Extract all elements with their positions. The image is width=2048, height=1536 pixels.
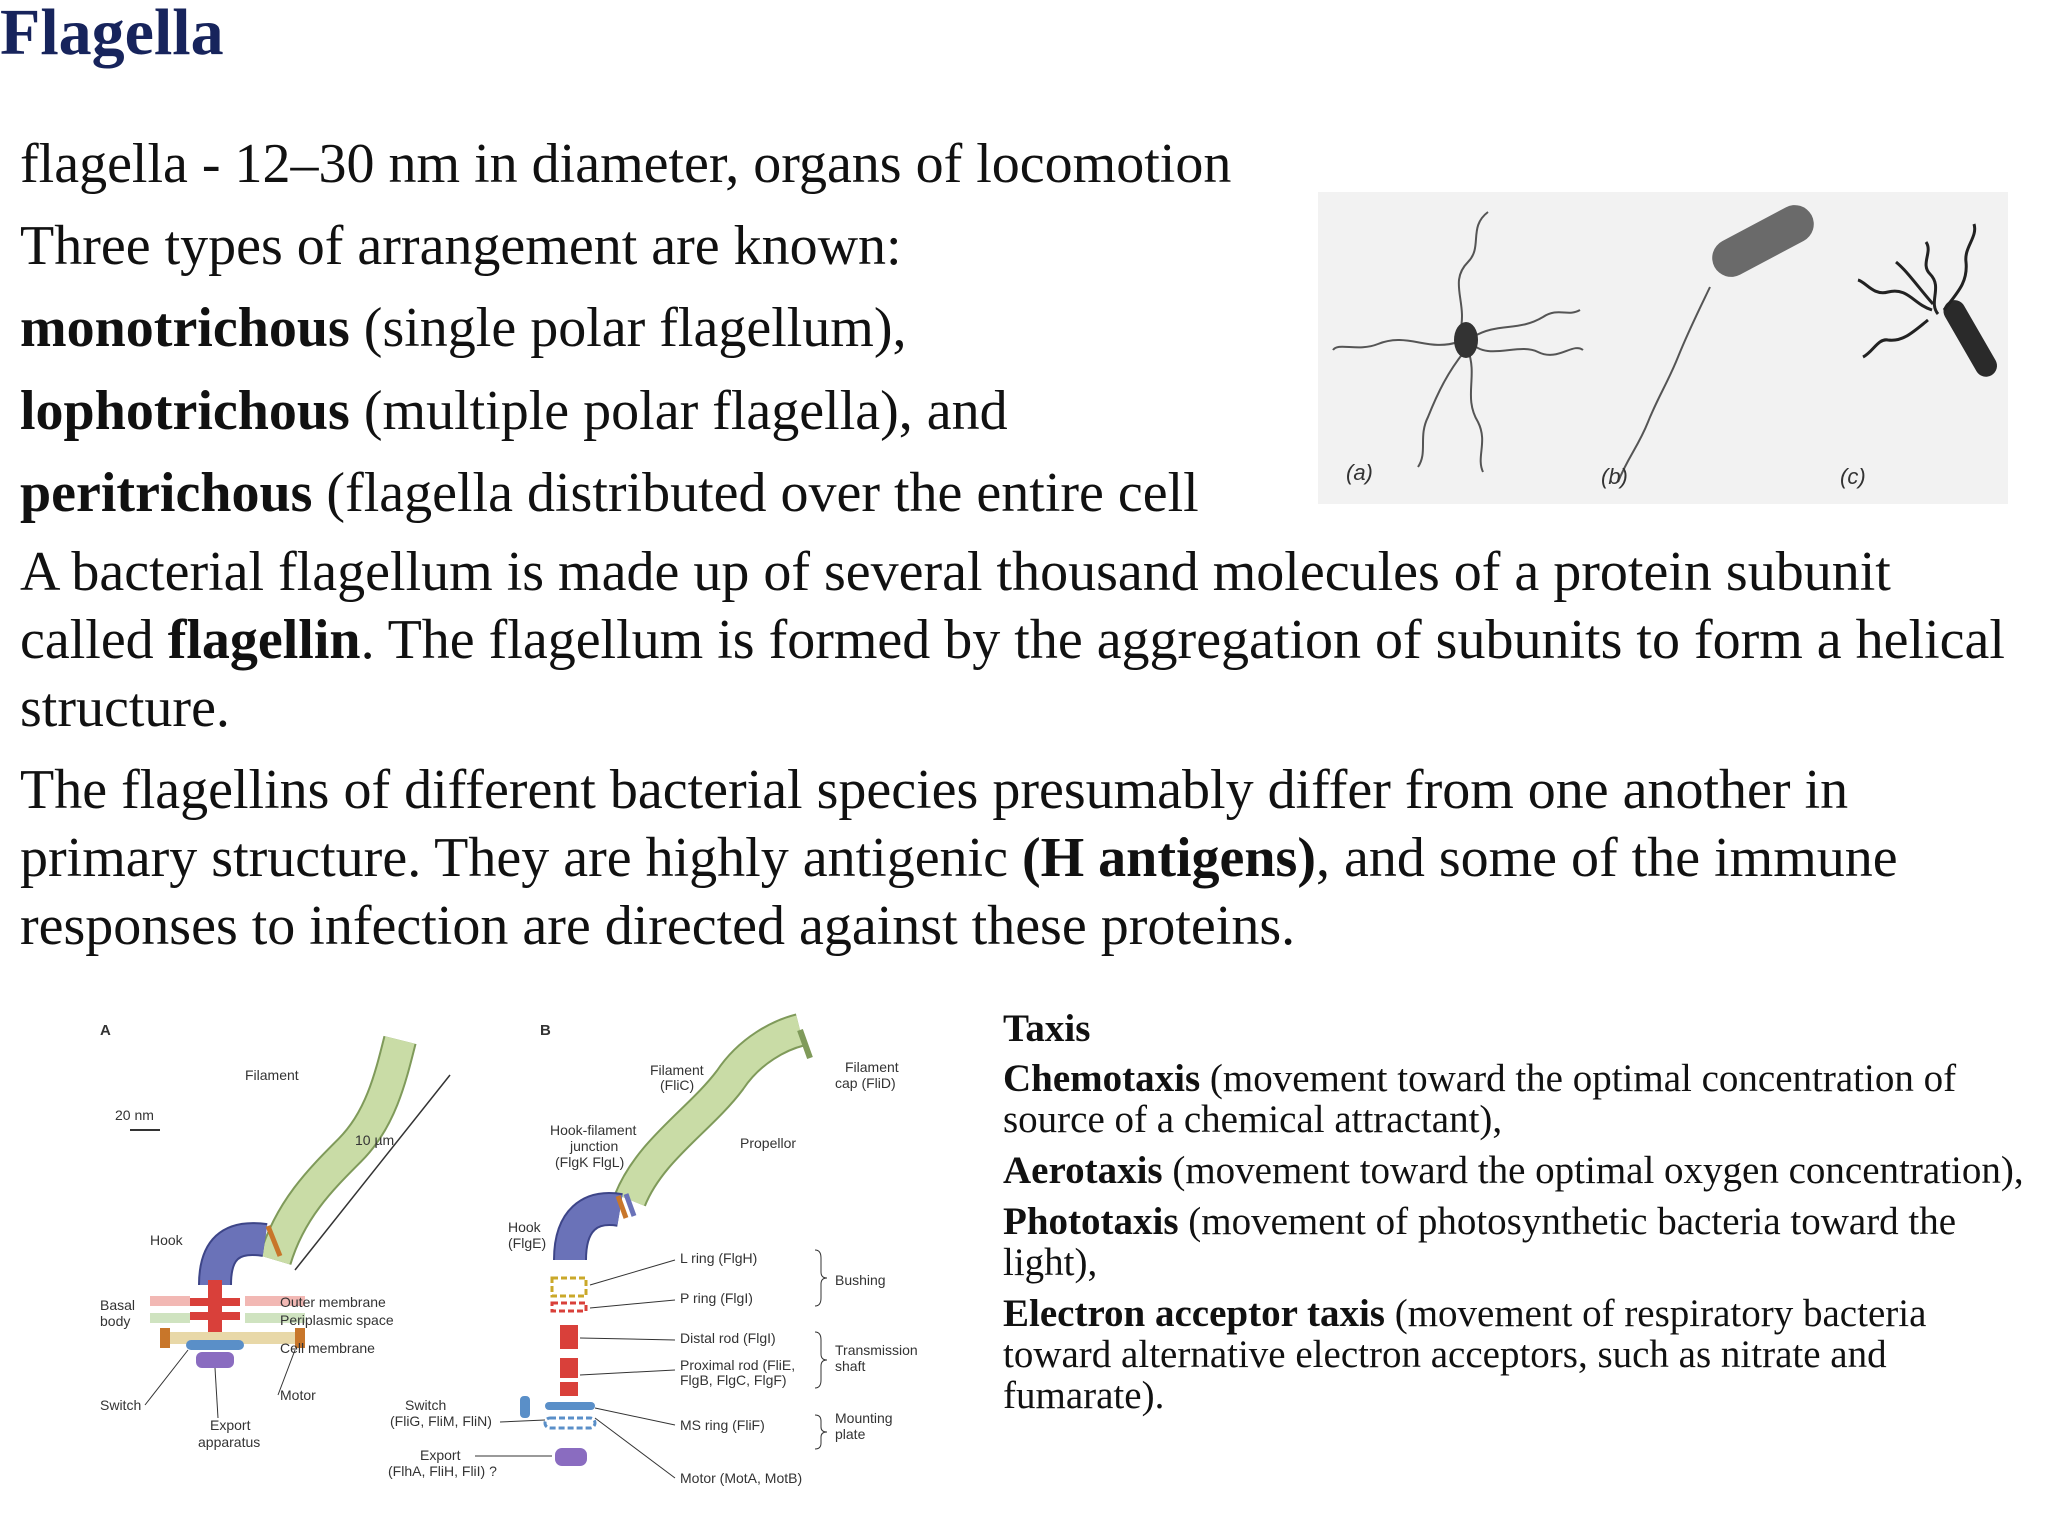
a-export-label-2: apparatus [198,1434,260,1450]
b-transmission-label-1: Transmission [835,1342,918,1358]
b-switch-label-1: Switch [405,1397,446,1413]
flagella-arrangement-image: (a) (b) (c) [1318,192,2008,504]
panel-b-label: B [540,1022,551,1039]
b-propellor-label: Propellor [740,1135,796,1151]
taxis-item-phototaxis: Phototaxis (movement of photosynthetic b… [1003,1201,2033,1283]
page-title: Flagella [0,0,224,69]
b-hfj-label-1: Hook-filament [550,1122,636,1138]
lophotrichous-term: lophotrichous [20,380,350,442]
phototaxis-desc: (movement of photosynthetic bacteria tow… [1003,1200,1957,1284]
taxis-heading: Taxis [1003,1007,1091,1050]
antigen-paragraph-text-end: , and some of the immune responses to in… [20,827,1898,957]
taxis-section: Taxis Chemotaxis (movement toward the op… [1003,1008,2033,1426]
b-hfj-label-2: junction [569,1138,618,1154]
b-transmission-label-2: shaft [835,1358,865,1374]
b-motor-label: Motor (MotA, MotB) [680,1470,802,1486]
b-bushing-label: Bushing [835,1272,886,1288]
peritrichous-desc: (flagella distributed over the entire ce… [312,462,1199,524]
arrangement-intro-line: Three types of arrangement are known: [20,215,902,277]
panel-a-label: A [100,1022,111,1039]
flagellin-term: flagellin [167,609,361,671]
lophotrichous-line: lophotrichous (multiple polar flagella),… [20,379,1008,443]
photo-label-c: (c) [1840,464,1866,489]
b-switch-label-2: (FliG, FliM, FliN) [390,1413,492,1429]
a-motor-label: Motor [280,1387,316,1403]
b-proximal-rod-label-1: Proximal rod (FliE, [680,1357,795,1373]
chemotaxis-term: Chemotaxis [1003,1057,1201,1100]
b-proximal-rod-label-2: FlgB, FlgC, FlgF) [680,1372,787,1388]
b-hfj-label-3: (FlgK FlgL) [555,1154,624,1170]
a-basal-body-label-2: body [100,1313,130,1329]
a-filament-label: Filament [245,1067,299,1083]
b-distal-rod-label: Distal rod (FlgI) [680,1330,776,1346]
b-mounting-label-1: Mounting [835,1410,893,1426]
b-export-label-2: (FlhA, FliH, FliI) ? [388,1463,497,1479]
flagellin-paragraph-text-end: . The flagellum is formed by the aggrega… [20,609,2005,739]
a-switch-label: Switch [100,1397,141,1413]
a-hook-label: Hook [150,1232,184,1248]
antigen-paragraph-text: The flagellins of different bacterial sp… [20,759,1849,889]
peritrichous-line: peritrichous (flagella distributed over … [20,461,1199,525]
photo-label-a: (a) [1346,460,1373,485]
b-pring-label: P ring (FlgI) [680,1290,753,1306]
monotrichous-term: monotrichous [20,297,350,359]
electron-acceptor-desc: (movement of respiratory bacteria toward… [1003,1292,1927,1417]
h-antigens-term: (H antigens) [1021,827,1316,889]
monotrichous-desc: (single polar flagellum), [349,297,907,359]
b-msring-label: MS ring (FliF) [680,1417,765,1433]
flagellum-structure-diagram: A 20 nm Filament 10 µm Hook Basal body O… [90,1010,970,1500]
monotrichous-line: monotrichous (single polar flagellum), [20,296,907,360]
a-scale-10um: 10 µm [355,1132,394,1148]
taxis-item-electron-acceptor: Electron acceptor taxis (movement of res… [1003,1293,2033,1416]
flagellin-paragraph-text: A bacterial flagellum is made up of seve… [20,541,1891,671]
a-scale-20nm: 20 nm [115,1107,154,1123]
chemotaxis-desc: (movement toward the optimal concentrati… [1003,1057,1957,1141]
b-hook-label-2: (FlgE) [508,1235,546,1251]
b-cap-label-2: cap (FliD) [835,1075,896,1091]
aerotaxis-desc: (movement toward the optimal oxygen conc… [1162,1149,2024,1192]
b-filament-label-2: (FliC) [660,1077,694,1093]
antigen-paragraph: The flagellins of different bacterial sp… [20,756,2010,960]
a-outer-membrane-label: Outer membrane [280,1294,386,1310]
lophotrichous-desc: (multiple polar flagella), and [349,380,1008,442]
taxis-item-chemotaxis: Chemotaxis (movement toward the optimal … [1003,1058,2033,1140]
b-filament-label-1: Filament [650,1062,704,1078]
photo-label-b: (b) [1601,464,1628,489]
phototaxis-term: Phototaxis [1003,1200,1179,1243]
taxis-item-aerotaxis: Aerotaxis (movement toward the optimal o… [1003,1150,2033,1191]
b-cap-label-1: Filament [845,1059,899,1075]
a-basal-body-label-1: Basal [100,1297,135,1313]
a-export-label-1: Export [210,1417,251,1433]
b-mounting-label-2: plate [835,1426,866,1442]
flagella-diameter-line: flagella - 12–30 nm in diameter, organs … [20,133,1232,195]
a-periplasmic-space-label: Periplasmic space [280,1312,394,1328]
b-lring-label: L ring (FlgH) [680,1250,757,1266]
b-hook-label-1: Hook [508,1219,542,1235]
electron-acceptor-term: Electron acceptor taxis [1003,1292,1385,1335]
peritrichous-term: peritrichous [20,462,313,524]
flagellin-paragraph: A bacterial flagellum is made up of seve… [20,538,2010,742]
a-cell-membrane-label: Cell membrane [280,1340,375,1356]
b-export-label-1: Export [420,1447,461,1463]
aerotaxis-term: Aerotaxis [1003,1149,1163,1192]
